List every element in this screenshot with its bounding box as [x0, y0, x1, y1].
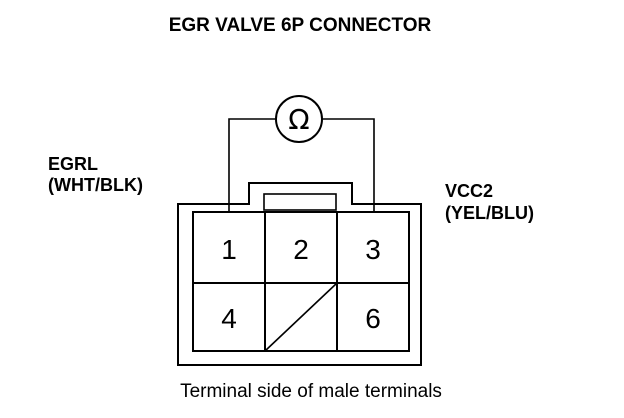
right-probe-wire [322, 118, 375, 212]
ohmmeter-icon: Ω [275, 95, 323, 143]
terminal-1: 1 [221, 234, 237, 265]
terminal-2: 2 [293, 234, 309, 265]
connector-housing [177, 182, 422, 366]
left-probe-wire [228, 118, 276, 212]
egrl-wire-color: (WHT/BLK) [48, 175, 143, 195]
terminal-grid [192, 211, 410, 352]
ohm-symbol: Ω [288, 103, 309, 136]
empty-cavity-slash [264, 282, 338, 352]
egrl-wire-name: EGRL [48, 154, 98, 174]
diagram-title: EGR VALVE 6P CONNECTOR [169, 15, 432, 36]
terminal-6: 6 [365, 303, 381, 334]
vcc2-wire-color: (YEL/BLU) [445, 203, 534, 223]
diagram-caption: Terminal side of male terminals [180, 381, 442, 402]
terminal-3: 3 [365, 234, 381, 265]
locking-tab [263, 193, 337, 211]
vcc2-wire-name: VCC2 [445, 181, 493, 201]
terminal-4: 4 [221, 303, 237, 334]
